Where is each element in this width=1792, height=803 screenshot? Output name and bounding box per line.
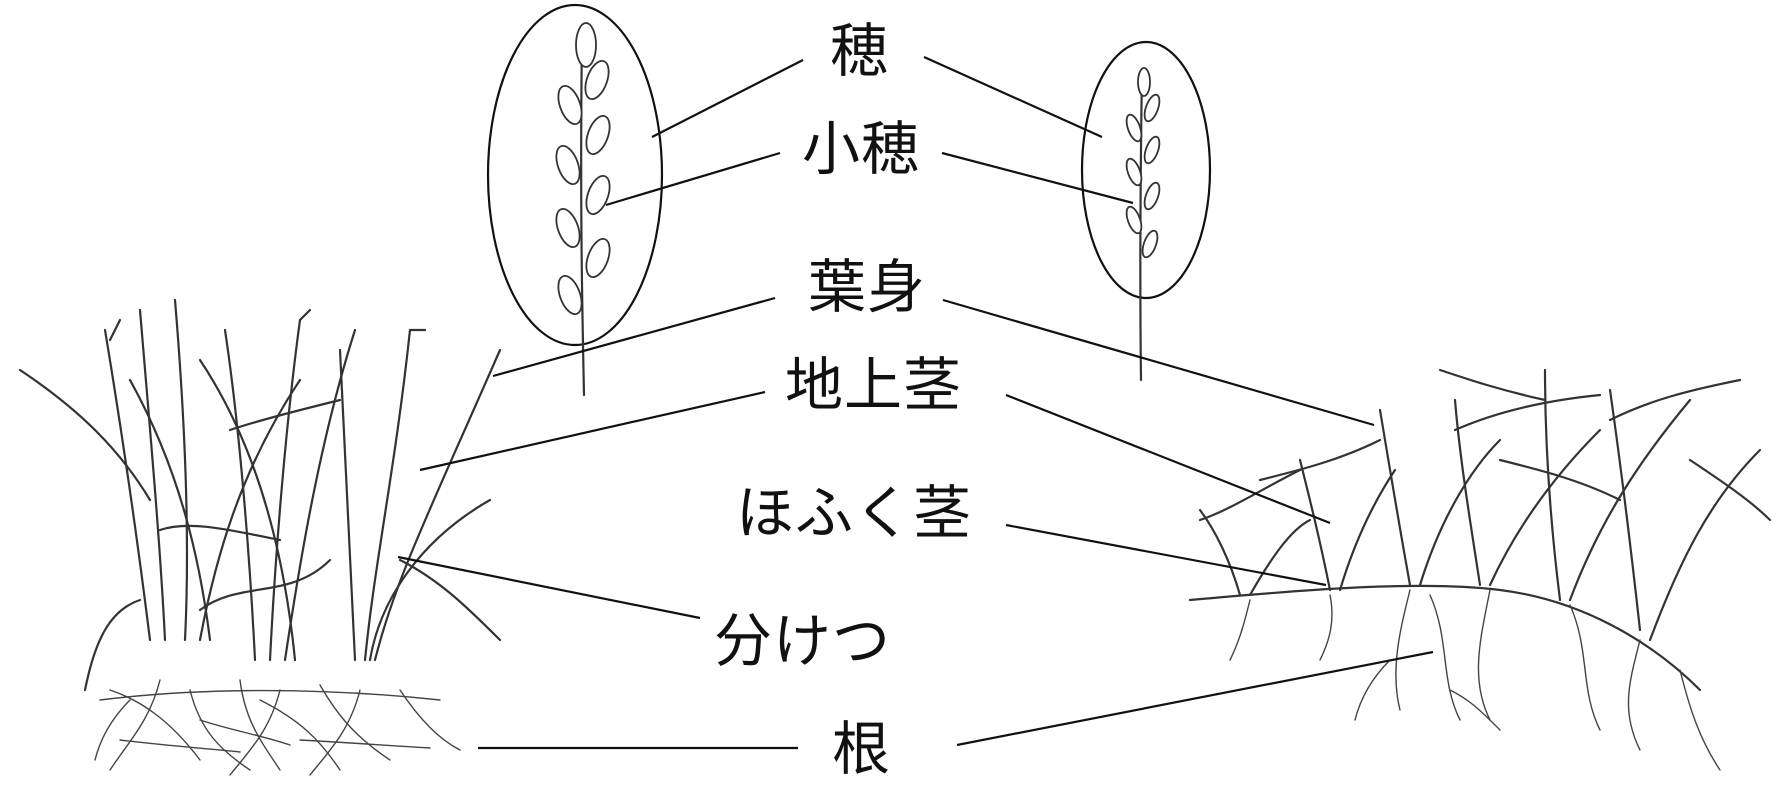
stolon-grass-stems bbox=[1188, 368, 1772, 692]
leader-leaf-blade-right bbox=[942, 298, 1375, 427]
label-tiller: 分けつ bbox=[714, 607, 892, 675]
leader-spikelet-left bbox=[605, 151, 781, 207]
leader-ear-left bbox=[651, 59, 804, 138]
leader-spikelet-right bbox=[941, 151, 1134, 205]
left-ear-illustration bbox=[486, 3, 664, 397]
label-creeping-stem: ほふく茎 bbox=[736, 479, 973, 547]
stolon-grass-illustration bbox=[1188, 368, 1772, 771]
bunch-grass-illustration bbox=[18, 298, 502, 776]
stolon-grass-roots bbox=[1229, 589, 1721, 771]
right-ear-rachis bbox=[1139, 68, 1144, 382]
left-ear-spikelets bbox=[555, 22, 611, 316]
label-root: 根 bbox=[832, 715, 892, 783]
leader-root-right bbox=[956, 650, 1434, 747]
leader-lines bbox=[397, 55, 1434, 750]
label-aerial-stem: 地上茎 bbox=[785, 351, 963, 419]
right-ear-oval bbox=[1080, 40, 1212, 300]
right-ear-illustration bbox=[1080, 40, 1212, 382]
label-spikelet: 小穂 bbox=[802, 115, 921, 183]
left-ear-oval bbox=[486, 3, 664, 347]
bunch-grass-leaves bbox=[18, 298, 502, 692]
leader-aerial-stem-right bbox=[1005, 393, 1331, 525]
leader-ear-right bbox=[923, 55, 1103, 139]
left-ear-rachis bbox=[580, 28, 586, 397]
label-ear: 穂 bbox=[830, 17, 890, 85]
leader-leaf-blade-left bbox=[492, 296, 776, 378]
leader-creeping-stem bbox=[1005, 523, 1327, 587]
label-leaf-blade: 葉身 bbox=[808, 253, 927, 321]
bunch-grass-roots bbox=[94, 679, 461, 776]
leader-tiller bbox=[397, 555, 701, 620]
right-ear-spikelets bbox=[1125, 67, 1161, 259]
leader-aerial-stem-left bbox=[419, 390, 766, 472]
